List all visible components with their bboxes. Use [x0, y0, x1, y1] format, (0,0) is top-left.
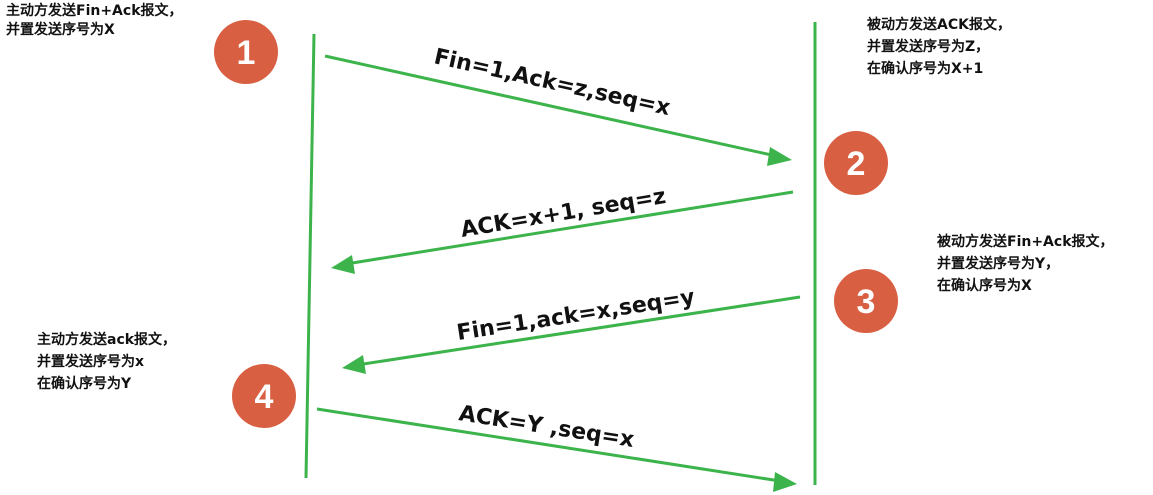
- note-line: 并置发送序号为Z，: [867, 39, 990, 55]
- step2-note: 被动方发送ACK报文， 并置发送序号为Z， 在确认序号为X+1: [867, 14, 1011, 80]
- step4-note: 主动方发送ack报文， 并置发送序号为x 在确认序号为Y: [37, 329, 176, 395]
- message-arrow-4: [316, 407, 797, 492]
- note-line: 被动方发送Fin+Ack报文，: [937, 234, 1114, 250]
- note-line: 并置发送序号为X: [6, 22, 115, 38]
- step-badge-1: 1: [214, 20, 278, 84]
- step-badge-2: 2: [824, 131, 888, 195]
- note-line: 并置发送序号为Y，: [937, 256, 1060, 272]
- note-line: 被动方发送ACK报文，: [867, 17, 1011, 33]
- step1-note: 主动方发送Fin+Ack报文， 并置发送序号为X: [6, 2, 183, 40]
- message-arrow-3: [342, 295, 801, 374]
- note-line: 在确认序号为Y: [37, 376, 132, 392]
- note-line: 并置发送序号为x: [37, 354, 145, 370]
- note-line: 主动方发送Fin+Ack报文，: [6, 3, 183, 19]
- step-badge-3: 3: [834, 269, 898, 333]
- step3-note: 被动方发送Fin+Ack报文， 并置发送序号为Y， 在确认序号为X: [937, 231, 1114, 297]
- message-label-1: Fin=1,Ack=z,seq=x: [432, 44, 673, 121]
- note-line: 在确认序号为X+1: [867, 61, 984, 77]
- note-line: 主动方发送ack报文，: [37, 332, 177, 348]
- active-side-lifeline: [304, 33, 316, 479]
- note-line: 在确认序号为X: [937, 278, 1032, 294]
- svg-text:3: 3: [857, 283, 876, 321]
- svg-text:2: 2: [847, 145, 866, 183]
- arrowhead-icon: [342, 355, 366, 374]
- arrowhead-icon: [767, 147, 792, 166]
- message-arrow-1: [324, 54, 792, 166]
- message-arrow-2: [331, 190, 794, 274]
- message-label-3: Fin=1,ack=x,seq=y: [455, 285, 696, 346]
- svg-text:1: 1: [237, 34, 256, 72]
- arrowhead-icon: [331, 255, 355, 274]
- arrowhead-icon: [773, 472, 797, 492]
- message-label-2: ACK=x+1, seq=z: [459, 184, 668, 243]
- svg-text:4: 4: [255, 378, 274, 416]
- step-badge-4: 4: [232, 364, 296, 428]
